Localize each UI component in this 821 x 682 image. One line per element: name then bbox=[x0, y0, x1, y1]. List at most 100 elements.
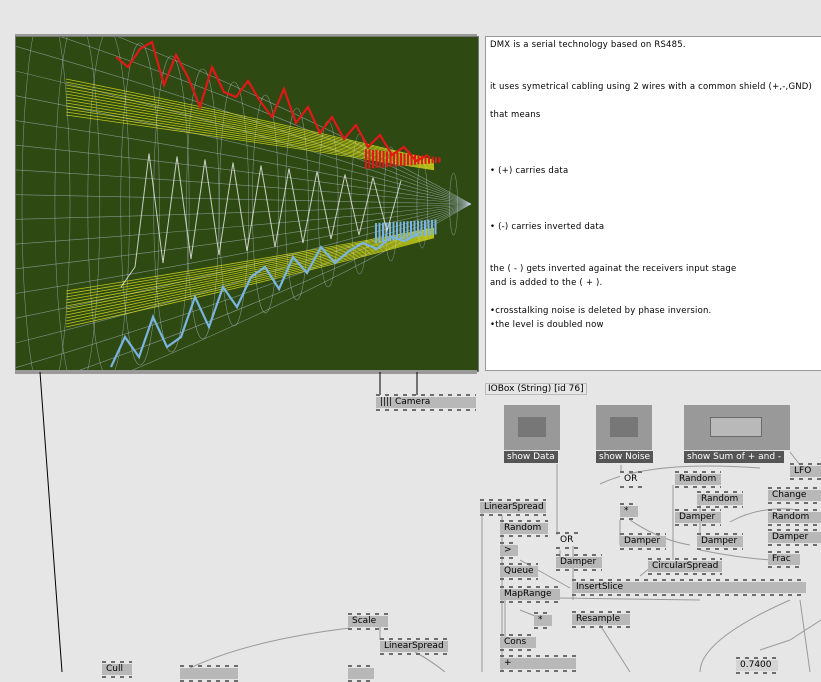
renderer-window[interactable] bbox=[15, 36, 479, 372]
funnel-ring bbox=[383, 146, 398, 262]
upper-tube bbox=[65, 96, 435, 166]
upper-tube bbox=[65, 99, 435, 167]
funnel-grid-line bbox=[16, 169, 472, 205]
upper-tube bbox=[65, 93, 435, 165]
resample-node[interactable]: Resample bbox=[572, 611, 630, 628]
funnel-ring bbox=[252, 94, 279, 314]
maprange-node[interactable]: MapRange bbox=[500, 586, 560, 603]
lower-tube bbox=[65, 236, 435, 325]
show-noise-toggle-box bbox=[610, 417, 638, 437]
show-data-toggle-box bbox=[518, 417, 546, 437]
funnel-grid-line bbox=[16, 46, 472, 205]
scale-node[interactable]: Scale bbox=[348, 613, 388, 630]
upper-tube bbox=[65, 90, 435, 164]
show-data-label: show Data bbox=[504, 451, 558, 463]
tube-visualization bbox=[16, 37, 472, 371]
camera-node[interactable]: |||| Camera bbox=[376, 394, 476, 411]
lower-tube bbox=[65, 237, 435, 328]
upper-tube bbox=[65, 111, 435, 170]
funnel-grid-line bbox=[16, 144, 472, 205]
data-plus-line bbox=[115, 40, 429, 163]
text-line: that means bbox=[490, 110, 541, 120]
upper-tube bbox=[65, 87, 435, 163]
iobox-caption: IOBox (String) [id 76] bbox=[485, 383, 587, 395]
upper-tube bbox=[65, 105, 435, 168]
damper-node-4[interactable]: Damper bbox=[768, 529, 821, 546]
change-node[interactable]: Change bbox=[768, 487, 821, 504]
lower-tube bbox=[65, 234, 435, 316]
show-sum-toggle[interactable] bbox=[684, 405, 790, 450]
funnel-ring bbox=[350, 133, 369, 275]
funnel-grid-line bbox=[16, 203, 472, 294]
text-line: the ( - ) gets inverted againat the rece… bbox=[490, 264, 737, 274]
funnel-ring bbox=[186, 68, 220, 340]
plus-node[interactable]: + bbox=[500, 655, 576, 672]
node-partial-bottom[interactable] bbox=[180, 665, 238, 682]
damper-node-1[interactable]: Damper bbox=[675, 509, 721, 526]
random-node-3[interactable]: Random bbox=[768, 509, 821, 526]
funnel-ring bbox=[120, 42, 160, 366]
funnel-ring bbox=[54, 37, 101, 371]
funnel-grid-line bbox=[118, 37, 472, 205]
damper-node-2[interactable]: Damper bbox=[620, 533, 666, 550]
multiply-node-2[interactable]: * bbox=[534, 612, 552, 629]
funnel-ring bbox=[153, 55, 190, 353]
show-sum-toggle-box bbox=[710, 417, 762, 437]
funnel-ring bbox=[219, 81, 250, 327]
lower-tube bbox=[65, 235, 435, 319]
node-partial-bottom-2[interactable] bbox=[348, 665, 374, 682]
multiply-node-1[interactable]: * bbox=[620, 503, 638, 520]
funnel-grid-line bbox=[60, 37, 472, 205]
funnel-grid-line bbox=[16, 120, 472, 205]
funnel-grid-line bbox=[16, 203, 472, 220]
lower-tube bbox=[65, 231, 435, 307]
circularspread-node[interactable]: CircularSpread bbox=[648, 558, 722, 575]
cons-node[interactable]: Cons bbox=[500, 634, 536, 651]
funnel-grid-line bbox=[16, 203, 472, 270]
text-line: it uses symetrical cabling using 2 wires… bbox=[490, 82, 813, 92]
funnel-grid-line bbox=[16, 95, 472, 205]
data-minus-line bbox=[110, 232, 420, 368]
linearspread-node-2[interactable]: LinearSpread bbox=[380, 638, 448, 655]
or-node-mid[interactable]: OR bbox=[556, 532, 580, 549]
linearspread-node-1[interactable]: LinearSpread bbox=[480, 499, 546, 516]
upper-tube bbox=[65, 114, 435, 171]
frac-node[interactable]: Frac bbox=[768, 551, 800, 568]
funnel-ring bbox=[21, 37, 71, 371]
lower-tube bbox=[65, 227, 435, 292]
show-sum-label: show Sum of + and - bbox=[684, 451, 785, 463]
random-node-4[interactable]: Random bbox=[500, 520, 548, 537]
info-text-box[interactable]: DMX is a serial technology based on RS48… bbox=[485, 36, 821, 371]
funnel-grid-line bbox=[16, 203, 472, 245]
renderer-pin-bar-bottom bbox=[15, 370, 477, 374]
text-line: and is added to the ( + ). bbox=[490, 278, 603, 288]
show-data-toggle[interactable] bbox=[504, 405, 560, 450]
value-box[interactable]: 0.7400 bbox=[736, 657, 778, 674]
damper-node-5[interactable]: Damper bbox=[556, 554, 602, 571]
damper-node-3[interactable]: Damper bbox=[697, 533, 743, 550]
sum-line bbox=[120, 153, 402, 288]
random-node-2[interactable]: Random bbox=[697, 491, 743, 508]
lower-tube bbox=[65, 228, 435, 295]
show-noise-label: show Noise bbox=[596, 451, 654, 463]
greater-node[interactable]: > bbox=[500, 542, 518, 559]
random-node-1[interactable]: Random bbox=[675, 471, 721, 488]
text-line: • (+) carries data bbox=[490, 166, 569, 176]
insertslice-node[interactable]: InsertSlice bbox=[572, 579, 806, 596]
show-noise-toggle[interactable] bbox=[596, 405, 652, 450]
upper-tube bbox=[65, 102, 435, 167]
lower-tube bbox=[65, 231, 435, 304]
funnel-ring bbox=[87, 37, 130, 371]
funnel-ring bbox=[284, 107, 309, 301]
lfo-node[interactable]: LFO bbox=[790, 463, 821, 480]
upper-tube bbox=[65, 108, 435, 169]
lower-tube bbox=[65, 235, 435, 322]
text-line: •crosstalking noise is deleted by phase … bbox=[490, 306, 712, 316]
text-line: •the level is doubled now bbox=[490, 320, 604, 330]
text-line: • (-) carries inverted data bbox=[490, 222, 605, 232]
or-node-top[interactable]: OR bbox=[620, 471, 644, 488]
text-line: DMX is a serial technology based on RS48… bbox=[490, 40, 686, 50]
cull-node[interactable]: Cull bbox=[102, 661, 132, 678]
queue-node[interactable]: Queue bbox=[500, 563, 538, 580]
